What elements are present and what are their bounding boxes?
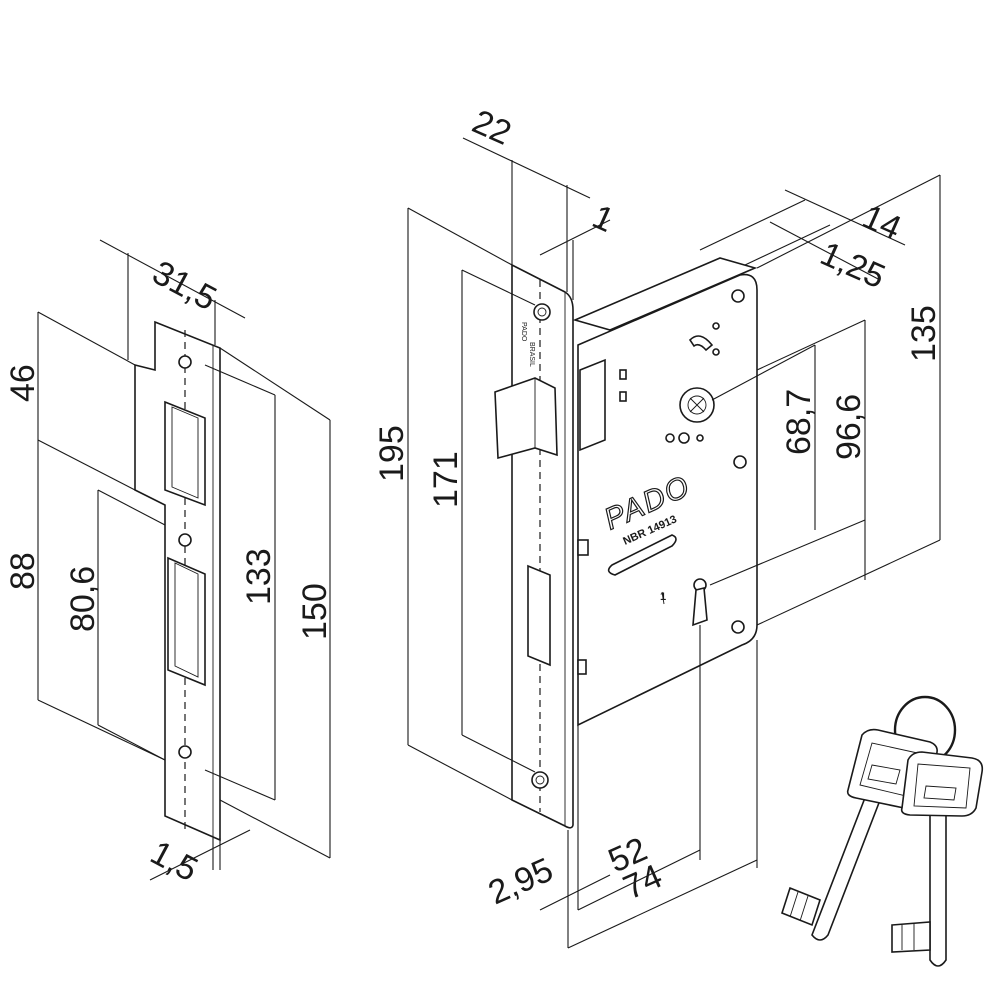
key-shaft-right [929, 799, 947, 967]
dim-strike-holes: 133 [240, 548, 278, 605]
lock-dimensions [407, 137, 941, 949]
faceplate-outline [511, 263, 574, 829]
dim-case-wall: 1,25 [815, 235, 891, 297]
lock-screw-top [731, 289, 745, 303]
dim-strike-slot: 80,6 [64, 566, 102, 632]
dim-faceplate-height: 195 [373, 425, 411, 482]
dim-strike-top: 46 [4, 364, 42, 402]
key-bit-left [781, 886, 821, 927]
strike-screw-hole-middle [178, 533, 192, 547]
strike-bolt-slot [167, 556, 206, 687]
dim-faceplate-holes: 171 [427, 451, 465, 508]
dim-case-height: 135 [905, 305, 943, 362]
key-bit-right [891, 921, 931, 953]
dim-case-depth: 14 [857, 198, 907, 248]
keys [781, 695, 984, 967]
strike-plate [134, 320, 221, 842]
lock-case-top [572, 257, 758, 331]
faceplate-screw-bottom [531, 771, 549, 789]
strike-screw-hole-top [178, 355, 192, 369]
strike-latch-slot [164, 400, 206, 507]
faceplate-brand: PADO [520, 322, 527, 342]
dim-faceplate-width: 22 [467, 103, 517, 153]
lock-screw-bottom [731, 620, 745, 634]
lock-case-slot [607, 534, 677, 576]
lock-screw-mid [733, 455, 747, 469]
dim-faceplate-offset: 1 [587, 198, 620, 240]
dim-strike-thickness: 1,5 [144, 834, 204, 890]
lock-key-number: 1 [660, 591, 666, 603]
strike-screw-hole-bottom [178, 745, 192, 759]
dim-strike-mid: 88 [4, 552, 42, 590]
dim-backset-key: 96,6 [830, 394, 868, 460]
lock-lever [688, 335, 714, 352]
lock-latch-housing [579, 358, 606, 452]
dead-bolt [527, 564, 551, 667]
faceplate-screw-top [533, 303, 551, 321]
faceplate [494, 263, 574, 829]
dim-backset-bolt: 68,7 [780, 389, 818, 455]
strike-dimensions [37, 239, 331, 881]
dim-faceplate-thickness: 2,95 [483, 851, 559, 913]
key-bow-right [900, 751, 984, 817]
dim-strike-height: 150 [296, 583, 334, 640]
mortise-lock [572, 257, 758, 727]
latch-bolt [494, 377, 558, 460]
dim-strike-width: 31,5 [146, 254, 222, 319]
faceplate-origin: BRASIL [528, 342, 535, 367]
key-shaft-left [811, 788, 884, 941]
